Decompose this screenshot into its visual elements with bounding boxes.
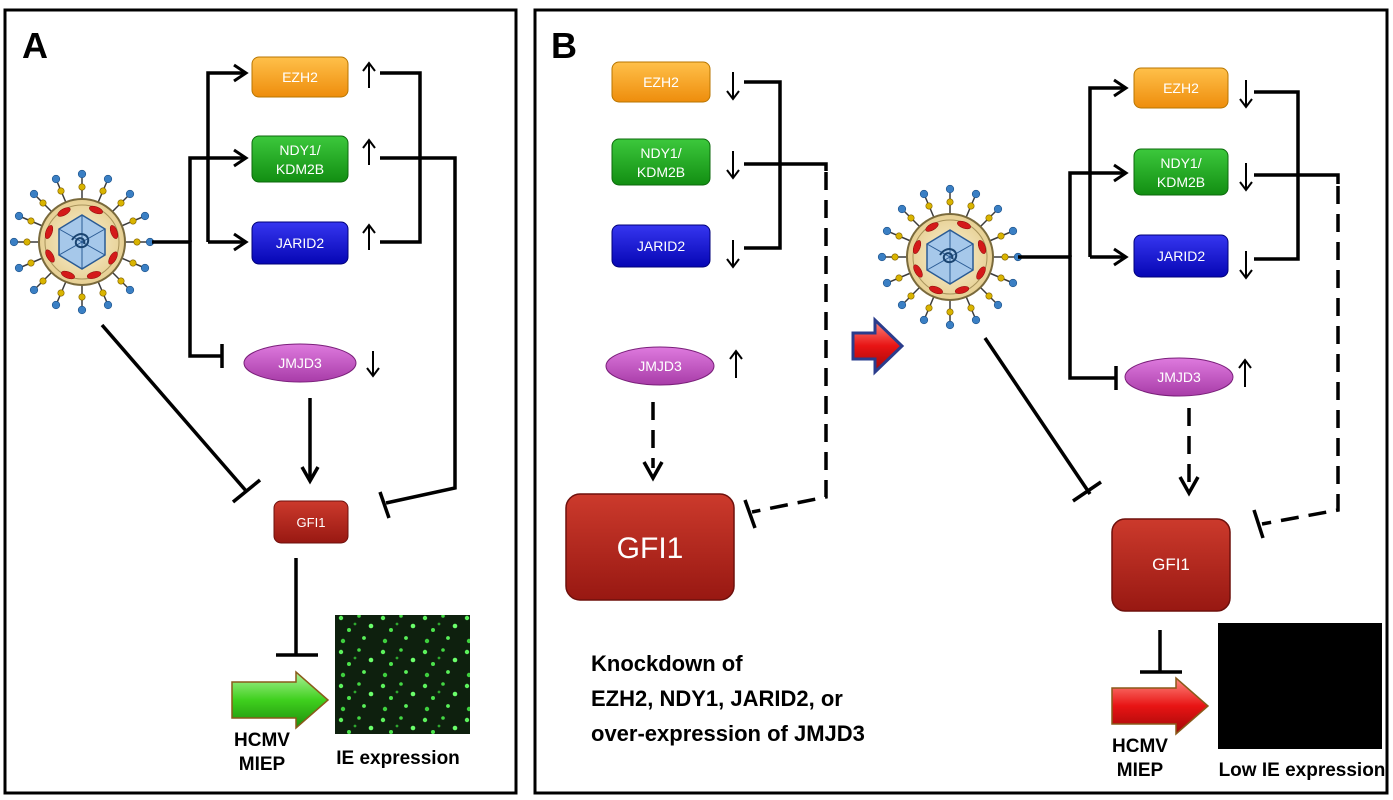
- jarid2-node-b-right: JARID2: [1133, 234, 1229, 278]
- jarid2-node: JARID2: [251, 221, 349, 265]
- virus-particle: [9, 169, 155, 315]
- knockdown-line-3: over-expression of JMJD3: [591, 721, 865, 746]
- ndy1-label-b-right-line1: NDY1/: [1160, 155, 1201, 171]
- knockdown-line-1: Knockdown of: [591, 651, 743, 676]
- panel-a-border: [3, 8, 518, 795]
- jarid2-up-arrow: [362, 223, 376, 250]
- panel-a-letter: A: [22, 25, 48, 66]
- gfi1-node-b-right: GFI1: [1111, 518, 1231, 612]
- gfi1-node-b: GFI1: [565, 493, 735, 601]
- jmjd3-up-arrow-b-right: [1238, 358, 1252, 387]
- promoter-label-b-line2: MIEP: [1117, 760, 1164, 781]
- ezh2-node: EZH2: [251, 56, 349, 98]
- ezh2-label: EZH2: [282, 69, 318, 85]
- jarid2-label-b: JARID2: [637, 238, 685, 254]
- gfi1-node-a: GFI1: [273, 500, 349, 544]
- transition-arrow: [851, 316, 905, 376]
- ezh2-node-b: EZH2: [611, 61, 711, 103]
- jarid2-down-arrow-b: [726, 240, 740, 269]
- jmjd3-node: JMJD3: [243, 343, 357, 383]
- jarid2-down-arrow-b-right: [1239, 251, 1253, 280]
- gfi1-label-b-right: GFI1: [1152, 555, 1190, 574]
- ndy1-label-b-line1: NDY1/: [640, 145, 681, 161]
- red-promoter-arrow: [1111, 676, 1210, 736]
- low-ie-expression-label: Low IE expression: [1219, 760, 1386, 781]
- ezh2-up-arrow: [362, 61, 376, 88]
- jmjd3-node-b: JMJD3: [605, 346, 715, 386]
- ezh2-label-b: EZH2: [643, 74, 679, 90]
- virus-particle-b: [877, 184, 1023, 330]
- promoter-label-a-line1: HCMV: [234, 730, 290, 751]
- ndy1-node: NDY1/ KDM2B: [251, 135, 349, 183]
- jmjd3-node-b-right: JMJD3: [1124, 357, 1234, 397]
- jmjd3-label-b: JMJD3: [638, 358, 682, 374]
- ezh2-down-arrow-b: [726, 72, 740, 101]
- ndy1-label-b-line2: KDM2B: [637, 164, 685, 180]
- ndy1-label-line1: NDY1/: [279, 142, 320, 158]
- green-promoter-arrow: [231, 670, 330, 730]
- ndy1-node-b: NDY1/ KDM2B: [611, 138, 711, 186]
- ezh2-label-b-right: EZH2: [1163, 80, 1199, 96]
- jmjd3-up-arrow-b: [729, 349, 743, 378]
- ndy1-label-b-right-line2: KDM2B: [1157, 174, 1205, 190]
- jmjd3-down-arrow: [366, 351, 380, 378]
- ie-expression-label: IE expression: [336, 748, 460, 769]
- gfi1-label-a: GFI1: [297, 515, 326, 530]
- ndy1-node-b-right: NDY1/ KDM2B: [1133, 148, 1229, 196]
- ezh2-node-b-right: EZH2: [1133, 67, 1229, 109]
- jarid2-label: JARID2: [276, 235, 324, 251]
- ndy1-down-arrow-b: [726, 151, 740, 180]
- panel-b-border: [533, 8, 1389, 795]
- promoter-label-a-line2: MIEP: [239, 754, 286, 775]
- panel-b-letter: B: [551, 25, 577, 66]
- jarid2-label-b-right: JARID2: [1157, 248, 1205, 264]
- ndy1-up-arrow: [362, 138, 376, 165]
- jmjd3-label: JMJD3: [278, 355, 322, 371]
- ndy1-down-arrow-b-right: [1239, 163, 1253, 192]
- jmjd3-label-b-right: JMJD3: [1157, 369, 1201, 385]
- ie-fluorescence-image: [335, 615, 470, 734]
- ezh2-down-arrow-b-right: [1239, 80, 1253, 109]
- jarid2-node-b: JARID2: [611, 224, 711, 268]
- low-ie-image: [1218, 623, 1382, 749]
- gfi1-label-b: GFI1: [617, 532, 684, 565]
- knockdown-line-2: EZH2, NDY1, JARID2, or: [591, 686, 843, 711]
- ndy1-label-line2: KDM2B: [276, 161, 324, 177]
- promoter-label-b-line1: HCMV: [1112, 736, 1168, 757]
